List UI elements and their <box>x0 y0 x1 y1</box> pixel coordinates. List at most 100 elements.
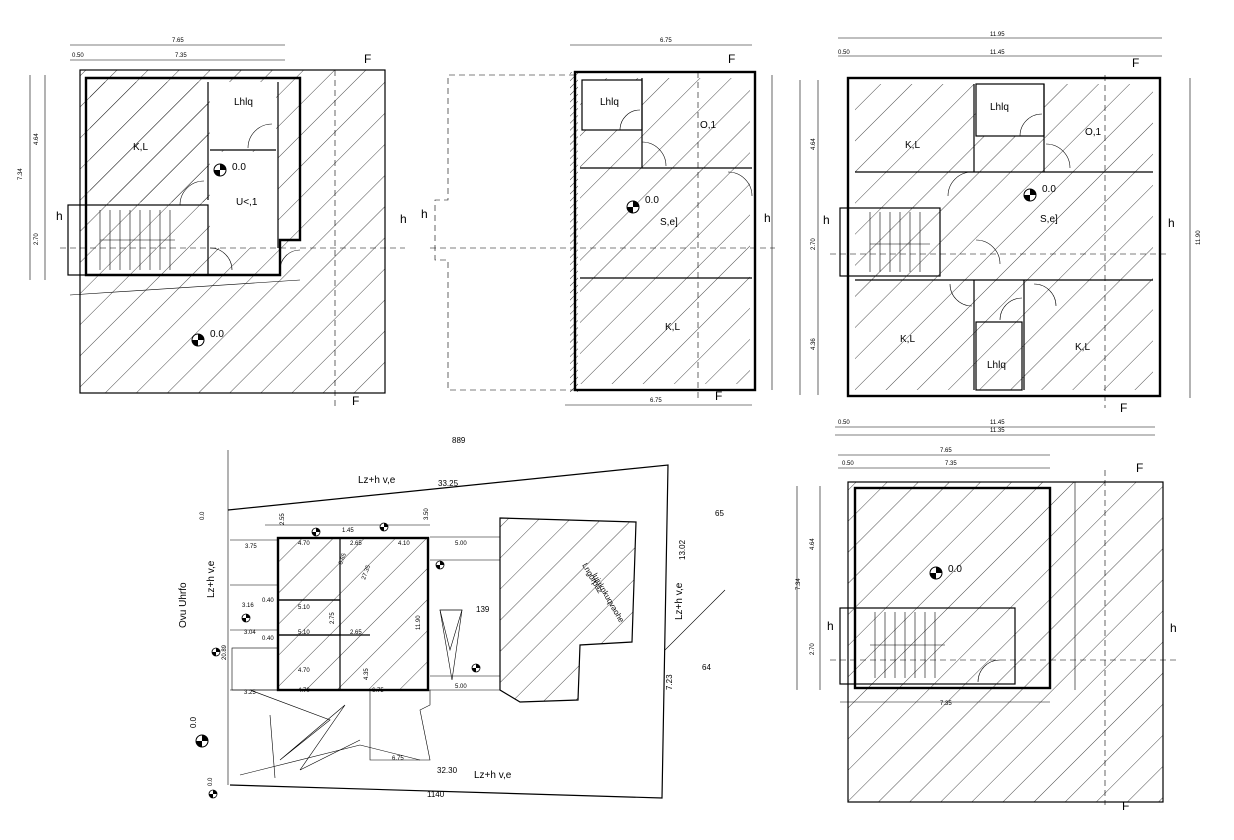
section-marker: F <box>364 52 371 66</box>
dim-inner-width: 7.35 <box>175 53 187 59</box>
dim-label: 0.40 <box>262 598 274 604</box>
dim-label: 4.70 <box>298 541 310 547</box>
dim-label: 7.23 <box>665 674 674 690</box>
dim-wall: 0.50 <box>838 50 850 56</box>
level-label: 0.0 <box>232 162 246 173</box>
dim-label: 13.02 <box>678 539 687 560</box>
dim-label: 3.04 <box>244 630 256 636</box>
dim-width: 6.75 <box>660 38 672 44</box>
level-label: 0.0 <box>200 511 206 520</box>
section-marker: F <box>352 394 359 408</box>
dim-label: 20.89 <box>222 644 228 660</box>
dim-label: 7.34 <box>796 578 802 590</box>
room-label: Lhlq <box>990 102 1009 113</box>
axis-marker: h <box>823 213 830 227</box>
dim-upper: 4.64 <box>811 138 817 150</box>
axis-marker: h <box>827 619 834 633</box>
axis-marker: h <box>764 211 771 225</box>
section-marker: F <box>728 52 735 66</box>
dim-label: 4.10 <box>398 541 410 547</box>
dim-label: 5.00 <box>455 684 467 690</box>
dim-label: 4.64 <box>810 538 816 550</box>
level-label: 0.0 <box>208 777 214 786</box>
dim-lower: 4.36 <box>811 338 817 350</box>
dim-label: 2.70 <box>810 643 816 655</box>
room-label: Lhlq <box>600 97 619 108</box>
level-marker <box>241 613 251 623</box>
dim-mid: 2.70 <box>811 238 817 250</box>
dim-label: 4.35 <box>364 668 370 680</box>
dim-label: 2.65 <box>350 541 362 547</box>
level-marker <box>311 527 321 537</box>
room-label: K,L <box>1075 342 1090 353</box>
level-marker <box>211 647 221 657</box>
dim-label: 27.35 <box>361 564 372 581</box>
room-label: K,L <box>900 334 915 345</box>
dim-label: 11.35 <box>990 428 1005 434</box>
dim-width: 11.45 <box>990 50 1005 56</box>
axis-marker: h <box>1170 621 1177 635</box>
level-label: 0.0 <box>1042 184 1056 195</box>
dim-label: 4.70 <box>298 668 310 674</box>
room-label: K,L <box>905 140 920 151</box>
room-label: Lhlq <box>987 360 1006 371</box>
section-marker: F <box>1120 401 1127 415</box>
level-marker <box>379 522 389 532</box>
dim-label: 3.16 <box>242 603 254 609</box>
dim-upper: 4.64 <box>34 133 40 145</box>
level-marker <box>195 734 209 748</box>
dim-label: 0.50 <box>842 461 854 467</box>
dim-label: 2.75 <box>330 612 336 624</box>
level-marker <box>213 163 227 177</box>
plan-bottom-right: 0.50 11.45 11.35 7.65 0.50 7.35 7.34 4.6… <box>796 420 1180 813</box>
dim-label: 32.30 <box>437 766 458 775</box>
level-marker <box>626 200 640 214</box>
lot-label: Lz+h v,e <box>358 475 396 486</box>
dim-label: 889 <box>452 436 466 445</box>
dim-wall: 0.50 <box>72 53 84 59</box>
dim-label: 5.10 <box>298 630 310 636</box>
section-marker: F <box>1132 56 1139 70</box>
room-label: S,e] <box>1040 214 1058 225</box>
dim-label: 33.25 <box>438 479 459 488</box>
level-marker <box>1023 188 1037 202</box>
street-label: Ovu Uhrfo <box>178 582 189 628</box>
dim-label: 6.75 <box>372 688 384 694</box>
dim-label: 65 <box>715 509 724 518</box>
dim-height: 11.90 <box>1196 230 1202 245</box>
plan-top-left: 7.65 0.50 7.35 7.34 4.64 2.70 K,L Lhlq U… <box>18 38 407 410</box>
section-marker: F <box>1122 799 1129 813</box>
level-label: 0.0 <box>948 564 962 575</box>
level-marker <box>929 566 943 580</box>
axis-marker: h <box>56 209 63 223</box>
dim-label: 4.70 <box>298 688 310 694</box>
plan-top-middle: 6.75 6.75 Lhlq O,1 S,e] K,L 0.0 F F h h <box>421 38 775 406</box>
dim-width: 6.75 <box>650 398 662 404</box>
room-label: O,1 <box>1085 127 1102 138</box>
lot-label: Lz+h v,e <box>674 582 685 620</box>
axis-marker: h <box>421 207 428 221</box>
dim-label: 7.35 <box>940 701 952 707</box>
dim-label: 3.25 <box>244 690 256 696</box>
dim-label: 139 <box>476 605 490 614</box>
axis-marker: h <box>1168 216 1175 230</box>
level-label: 0.0 <box>210 329 224 340</box>
dim-label: 0.50 <box>838 420 850 426</box>
dim-total-width: 7.65 <box>172 38 184 44</box>
site-plan: 889 33.25 Lz+h v,e Lz+h v,e 32.30 1140 6… <box>178 436 726 799</box>
room-label: U<,1 <box>236 197 258 208</box>
dim-lower: 2.70 <box>34 233 40 245</box>
room-label: O,1 <box>700 120 717 131</box>
level-marker <box>435 560 445 570</box>
dim-label: 1140 <box>427 790 445 799</box>
dim-label: 11.90 <box>416 615 422 630</box>
level-label: 0.0 <box>189 716 198 728</box>
dim-label: 1.45 <box>342 528 354 534</box>
section-marker: F <box>715 389 722 403</box>
dim-label: 7.35 <box>945 461 957 467</box>
dim-label: 3.75 <box>245 544 257 550</box>
room-label: Lhlq <box>234 97 253 108</box>
level-marker <box>191 333 205 347</box>
plan-top-right: 11.95 0.50 11.45 4.64 2.70 4.36 11.90 K,… <box>799 32 1202 415</box>
